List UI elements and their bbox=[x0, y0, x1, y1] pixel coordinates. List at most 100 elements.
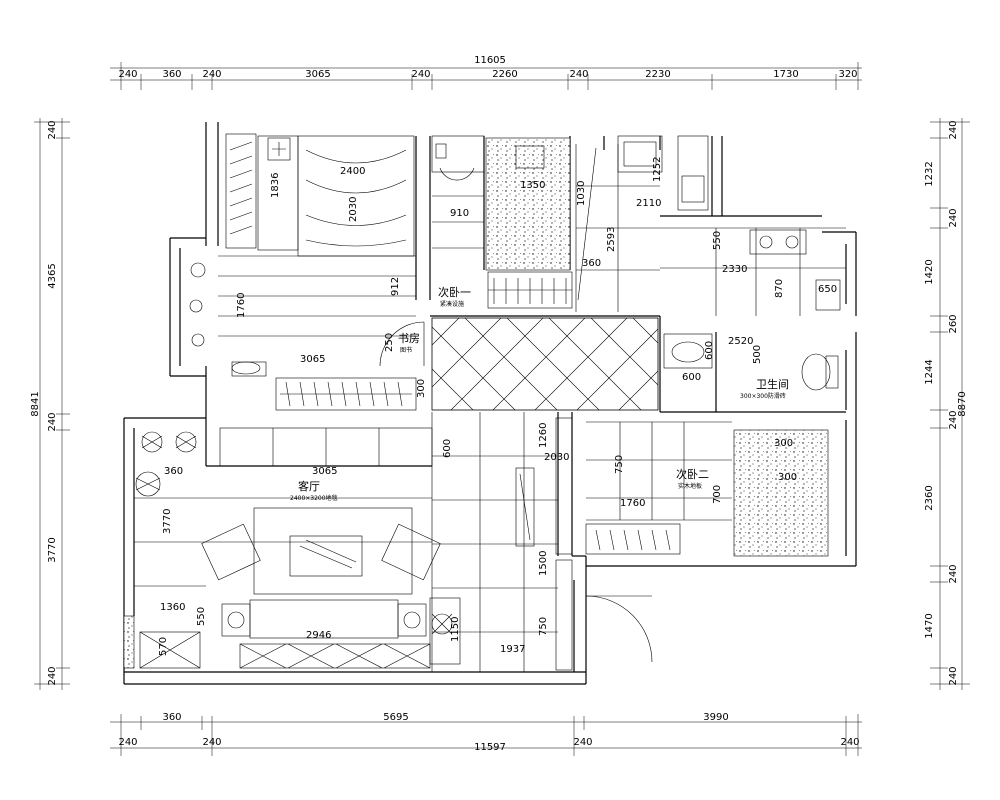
dim-bed-length: 2030 bbox=[348, 197, 359, 222]
top-dim-2: 360 bbox=[162, 69, 181, 80]
top-dimension-lines bbox=[110, 62, 862, 90]
dim-2030: 700 bbox=[712, 485, 723, 504]
dim-1030: 1030 bbox=[576, 181, 587, 206]
dim-1760-b: 750 bbox=[614, 455, 625, 474]
right-dim-9: 240 bbox=[948, 564, 959, 583]
left-dim-4: 3770 bbox=[47, 537, 58, 562]
dim-1260: 750 bbox=[538, 617, 549, 636]
living-room-label: 客厅 bbox=[298, 479, 320, 493]
dim-600-b: 600 bbox=[704, 341, 715, 360]
dim-300-b: 300 bbox=[774, 438, 793, 449]
dim-2520: 2520 bbox=[728, 336, 753, 347]
left-dimension-lines bbox=[34, 118, 70, 690]
dim-3065-b: 3065 bbox=[312, 466, 337, 477]
plant-icons bbox=[135, 431, 197, 497]
dim-912: 912 bbox=[390, 277, 401, 296]
dim-3770: 3770 bbox=[162, 509, 173, 534]
dim-600-c: 600 bbox=[442, 439, 453, 458]
exterior-walls bbox=[123, 122, 857, 685]
right-dim-7: 240 bbox=[948, 410, 959, 429]
right-dim-2: 1232 bbox=[924, 161, 935, 186]
bottom-dim-2: 5695 bbox=[383, 712, 408, 723]
study-label: 书房 bbox=[398, 332, 420, 345]
right-dim-10: 1470 bbox=[924, 613, 935, 638]
study-area: 书房 图书 250 300 bbox=[231, 321, 427, 411]
living-room-area: 3065 600 360 3770 客厅 2400×3200地毯 2946 13… bbox=[123, 427, 461, 669]
bottom-wall-1: 240 bbox=[118, 737, 137, 748]
bottom-wall-3: 240 bbox=[573, 737, 592, 748]
bottom-dim-3: 3990 bbox=[703, 712, 728, 723]
top-dim-1: 240 bbox=[118, 69, 137, 80]
bedroom-2-area: 2400 1836 2030 912 1760 3065 bbox=[189, 133, 416, 365]
dim-870: 870 bbox=[774, 279, 785, 298]
bedroom-main-label: 次卧二 bbox=[676, 467, 709, 481]
dim-500: 500 bbox=[752, 345, 763, 364]
bathroom-sublabel: 300×300防滑砖 bbox=[740, 392, 786, 400]
dim-1360: 1360 bbox=[160, 602, 185, 613]
dim-650: 650 bbox=[818, 284, 837, 295]
corridor-area: 1260 2030 1500 750 1937 bbox=[431, 412, 573, 672]
right-dim-1: 240 bbox=[948, 120, 959, 139]
bedroom-main-area: 750 700 1760 次卧二 实木地板 300 300 bbox=[585, 421, 829, 663]
bedroom-2-sublabel: 紧凑设施 bbox=[440, 300, 464, 308]
left-dim-3: 240 bbox=[47, 412, 58, 431]
top-total-dim: 11605 bbox=[474, 55, 506, 66]
dim-1150: 1150 bbox=[450, 617, 461, 642]
top-dim-10: 320 bbox=[838, 69, 857, 80]
dim-600-a: 600 bbox=[682, 372, 701, 383]
right-dim-3: 240 bbox=[948, 208, 959, 227]
bottom-wall-2: 240 bbox=[202, 737, 221, 748]
dim-2330: 2330 bbox=[722, 264, 747, 275]
left-dim-1: 240 bbox=[47, 120, 58, 139]
dim-550-b: 550 bbox=[196, 607, 207, 626]
living-room-sublabel: 2400×3200地毯 bbox=[290, 494, 338, 502]
top-dim-5: 240 bbox=[411, 69, 430, 80]
top-dim-9: 1730 bbox=[773, 69, 798, 80]
dim-1252: 1252 bbox=[652, 157, 663, 182]
dim-1350: 1350 bbox=[520, 180, 545, 191]
bedroom-2-center: 910 1350 1030 次卧一 紧凑设施 bbox=[431, 135, 587, 309]
dim-750-a: 1260 bbox=[538, 423, 549, 448]
dim-750-b: 1500 bbox=[538, 551, 549, 576]
right-dimension-lines bbox=[930, 118, 970, 690]
bottom-dimension-lines bbox=[110, 714, 862, 756]
bottom-dim-1: 360 bbox=[162, 712, 181, 723]
dim-360: 360 bbox=[582, 258, 601, 269]
bottom-wall-4: 240 bbox=[840, 737, 859, 748]
dim-360-b: 360 bbox=[164, 466, 183, 477]
bottom-total-dim: 11597 bbox=[474, 742, 506, 753]
right-dim-11: 240 bbox=[948, 666, 959, 685]
dim-910: 910 bbox=[450, 208, 469, 219]
top-dim-6: 2260 bbox=[492, 69, 517, 80]
dim-2946: 2946 bbox=[306, 630, 331, 641]
top-dim-3: 240 bbox=[202, 69, 221, 80]
bathroom-area: 600 2520 500 600 卫生间 300×300防滑砖 bbox=[663, 333, 839, 400]
bathroom-label: 卫生间 bbox=[756, 377, 789, 391]
dim-570: 570 bbox=[158, 637, 169, 656]
bedroom-main-sublabel: 实木地板 bbox=[678, 482, 702, 490]
dim-2593: 2593 bbox=[606, 227, 617, 252]
dim-1937: 1937 bbox=[500, 644, 525, 655]
dim-bed-width: 2400 bbox=[340, 166, 365, 177]
dim-bed-side: 1836 bbox=[270, 173, 281, 198]
hall-tiles bbox=[431, 317, 659, 411]
dim-300-c: 300 bbox=[778, 472, 797, 483]
dim-3065-a: 3065 bbox=[300, 354, 325, 365]
top-dim-8: 2230 bbox=[645, 69, 670, 80]
dim-300-a: 300 bbox=[416, 379, 427, 398]
right-total-dim: 8870 bbox=[957, 391, 968, 416]
left-dim-5: 240 bbox=[47, 666, 58, 685]
dim-700: 2030 bbox=[544, 452, 569, 463]
left-total-dim: 8841 bbox=[30, 391, 41, 416]
bedroom-2-label: 次卧一 bbox=[438, 285, 471, 299]
left-dim-2: 4365 bbox=[47, 263, 58, 288]
top-dim-4: 3065 bbox=[305, 69, 330, 80]
dim-2110: 2110 bbox=[636, 198, 661, 209]
dim-250: 250 bbox=[384, 333, 395, 352]
dim-550: 550 bbox=[712, 231, 723, 250]
dim-1760: 1760 bbox=[236, 293, 247, 318]
right-dim-6: 1244 bbox=[924, 359, 935, 384]
dim-1500: 1760 bbox=[620, 498, 645, 509]
right-dim-4: 1420 bbox=[924, 259, 935, 284]
